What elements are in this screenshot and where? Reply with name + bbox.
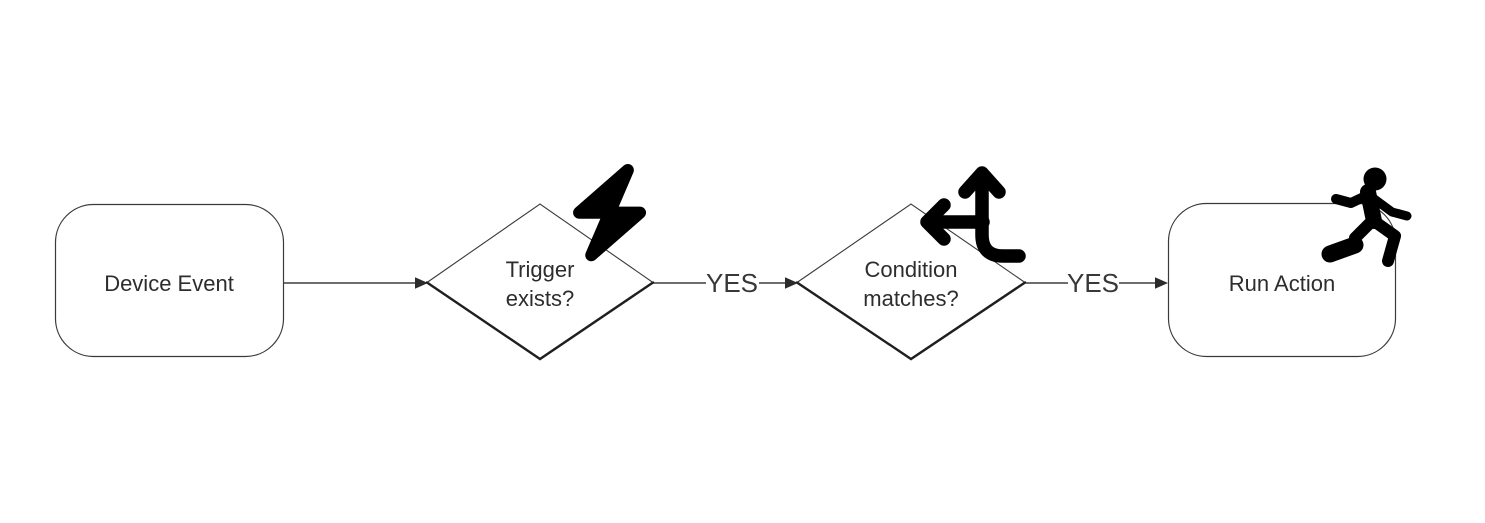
device-event-label: Device Event <box>104 271 234 296</box>
device-event-shape <box>54 203 285 358</box>
edge-trigger-exists-to-condition-matches: YES <box>653 268 798 298</box>
arrowhead-icon <box>1155 277 1168 289</box>
node-trigger-exists: Trigger exists? <box>425 203 655 361</box>
condition-matches-label-line2: matches? <box>863 286 958 311</box>
node-device-event: Device Event <box>54 203 285 358</box>
trigger-exists-label-line1: Trigger <box>506 257 575 282</box>
edge-label-yes: YES <box>706 268 758 298</box>
lightning-bolt-icon <box>573 163 647 262</box>
condition-matches-shape-shadow <box>795 281 1027 361</box>
arrowhead-icon <box>415 277 428 289</box>
node-condition-matches: Condition matches? <box>795 203 1027 361</box>
person-running-icon <box>1321 167 1412 267</box>
run-action-label: Run Action <box>1229 271 1335 296</box>
run-action-shape <box>1167 202 1397 358</box>
edge-device-event-to-trigger-exists <box>284 277 428 289</box>
arrows-split-up-and-left-icon <box>920 166 1026 263</box>
edge-condition-matches-to-run-action: YES <box>1025 268 1168 298</box>
arrowhead-icon <box>785 277 798 289</box>
node-run-action: Run Action <box>1167 202 1397 358</box>
trigger-exists-shape-shadow <box>425 281 655 361</box>
trigger-exists-label-line2: exists? <box>506 286 574 311</box>
condition-matches-label-line1: Condition <box>865 257 958 282</box>
edge-label-yes: YES <box>1067 268 1119 298</box>
